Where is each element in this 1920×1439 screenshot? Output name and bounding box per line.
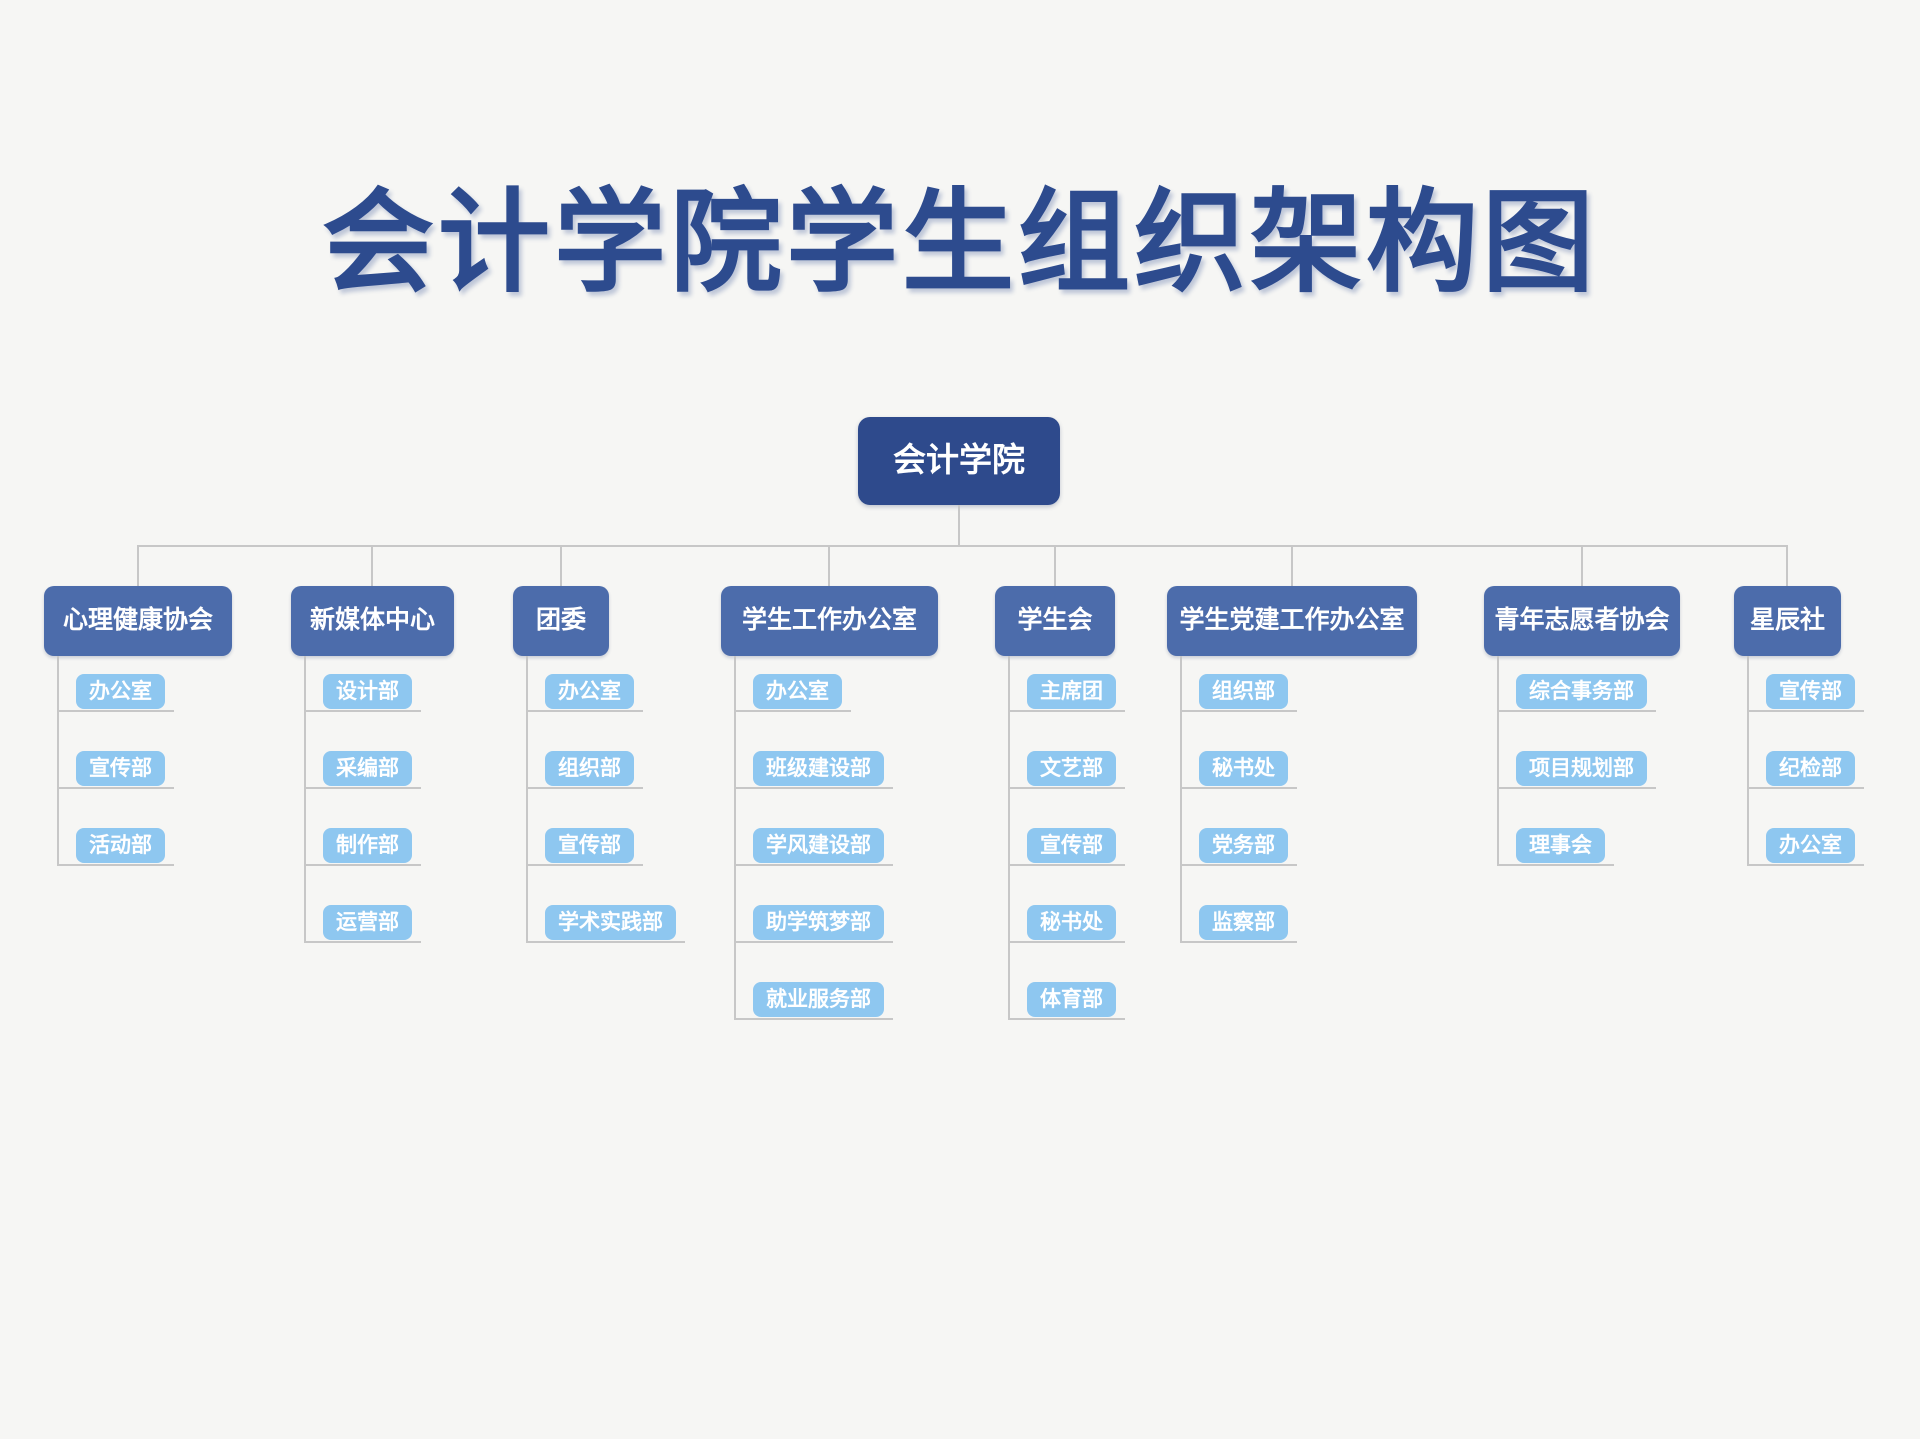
child-node: 理事会 [1516,827,1605,863]
branch-children: 设计部 采编部 制作部 运营部 [304,656,454,943]
branch-node: 学生工作办公室 [721,586,938,656]
child-node: 综合事务部 [1516,673,1647,709]
branch-column-3: 团委 办公室 组织部 宣传部 学术实践部 [513,586,685,943]
child-node: 项目规划部 [1516,750,1647,786]
child-node: 办公室 [753,673,842,709]
branch-column-4: 学生工作办公室 办公室 班级建设部 学风建设部 助学筑梦部 就业服务部 [721,586,938,1020]
child-node: 制作部 [323,827,412,863]
branch-node: 学生党建工作办公室 [1167,586,1417,656]
child-node: 宣传部 [545,827,634,863]
connector-stub-7 [1581,545,1583,586]
branch-column-7: 青年志愿者协会 综合事务部 项目规划部 理事会 [1484,586,1680,866]
child-node: 学术实践部 [545,904,676,940]
connector-main-horizontal [137,545,1788,547]
connector-stub-3 [560,545,562,586]
branch-children: 办公室 组织部 宣传部 学术实践部 [526,656,685,943]
branch-column-5: 学生会 主席团 文艺部 宣传部 秘书处 体育部 [995,586,1125,1020]
child-node: 宣传部 [1027,827,1116,863]
child-node: 体育部 [1027,981,1116,1017]
child-node: 党务部 [1199,827,1288,863]
branch-children: 宣传部 纪检部 办公室 [1747,656,1864,866]
branch-node: 星辰社 [1734,586,1841,656]
child-node: 组织部 [545,750,634,786]
branch-node: 学生会 [995,586,1115,656]
child-node: 宣传部 [76,750,165,786]
child-node: 活动部 [76,827,165,863]
connector-stub-8 [1786,545,1788,586]
child-node: 文艺部 [1027,750,1116,786]
branch-children: 综合事务部 项目规划部 理事会 [1497,656,1680,866]
connector-stub-1 [137,545,139,586]
child-node: 班级建设部 [753,750,884,786]
branch-column-6: 学生党建工作办公室 组织部 秘书处 党务部 监察部 [1167,586,1417,943]
branch-column-2: 新媒体中心 设计部 采编部 制作部 运营部 [291,586,454,943]
branch-node: 新媒体中心 [291,586,454,656]
child-node: 学风建设部 [753,827,884,863]
branch-children: 办公室 班级建设部 学风建设部 助学筑梦部 就业服务部 [734,656,938,1020]
child-node: 办公室 [545,673,634,709]
child-node: 采编部 [323,750,412,786]
child-node: 运营部 [323,904,412,940]
child-node: 就业服务部 [753,981,884,1017]
child-node: 主席团 [1027,673,1116,709]
branch-column-8: 星辰社 宣传部 纪检部 办公室 [1734,586,1864,866]
child-node: 宣传部 [1766,673,1855,709]
chart-title: 会计学院学生组织架构图 [322,182,1598,306]
child-node: 秘书处 [1199,750,1288,786]
child-node: 办公室 [1766,827,1855,863]
connector-stub-5 [1054,545,1056,586]
branch-children: 组织部 秘书处 党务部 监察部 [1180,656,1417,943]
child-node: 办公室 [76,673,165,709]
child-node: 设计部 [323,673,412,709]
branch-node: 团委 [513,586,609,656]
branch-node: 青年志愿者协会 [1484,586,1680,656]
child-node: 纪检部 [1766,750,1855,786]
connector-stub-6 [1291,545,1293,586]
branch-node: 心理健康协会 [44,586,232,656]
child-node: 助学筑梦部 [753,904,884,940]
connector-root-drop [958,505,960,545]
branch-children: 主席团 文艺部 宣传部 秘书处 体育部 [1008,656,1125,1020]
branch-column-1: 心理健康协会 办公室 宣传部 活动部 [44,586,232,866]
child-node: 秘书处 [1027,904,1116,940]
root-node: 会计学院 [858,417,1060,505]
connector-stub-2 [371,545,373,586]
child-node: 组织部 [1199,673,1288,709]
branch-children: 办公室 宣传部 活动部 [57,656,232,866]
connector-stub-4 [828,545,830,586]
child-node: 监察部 [1199,904,1288,940]
